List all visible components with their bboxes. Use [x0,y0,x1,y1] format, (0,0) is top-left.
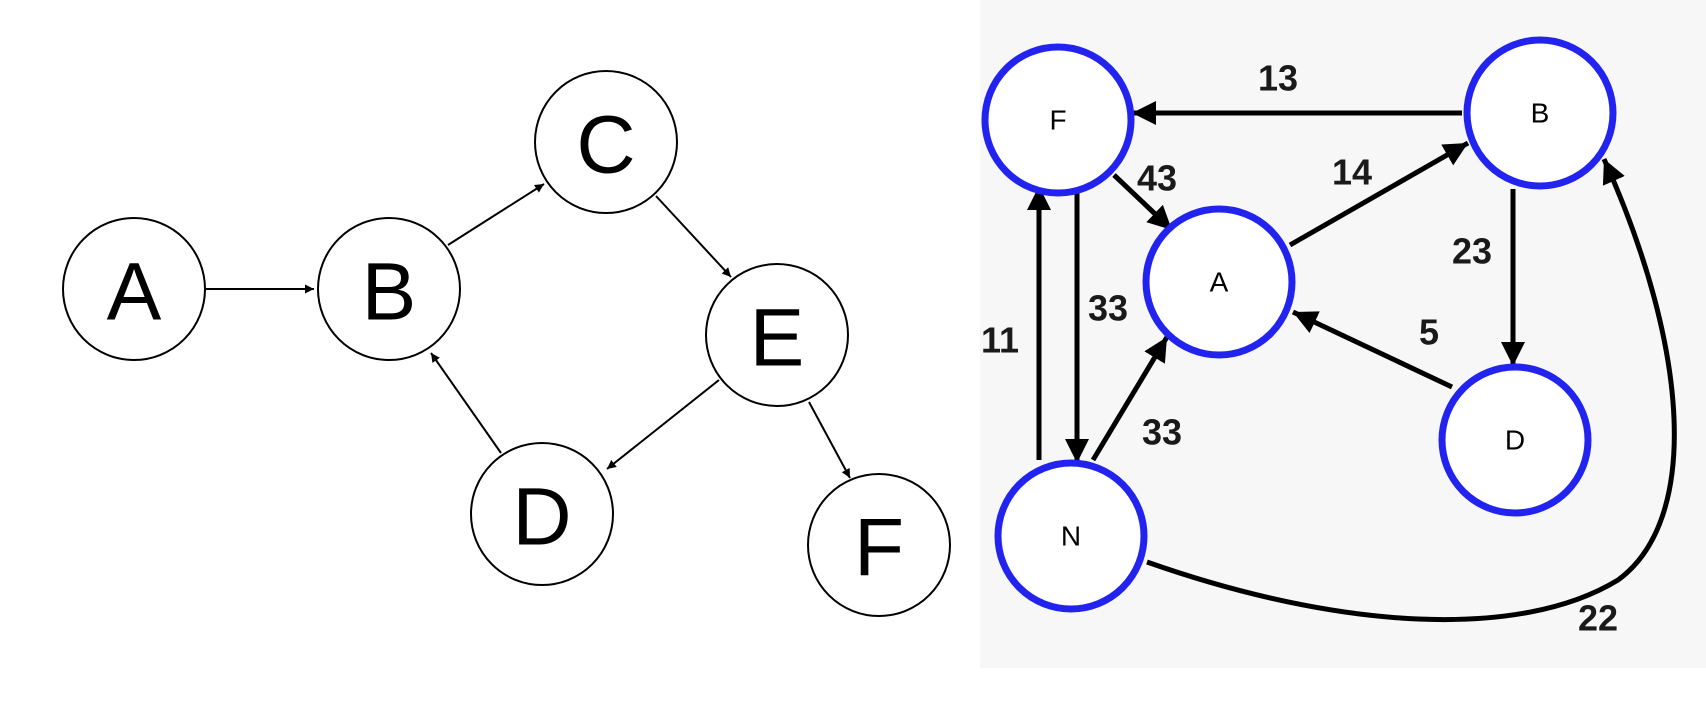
left-node-a [62,217,206,361]
left-edge-e-d [606,379,720,470]
right-node-f-label: F [1049,105,1066,136]
left-node-b-label: B [362,247,417,338]
weight-label-f-a: 43 [1137,158,1177,199]
left-node-c-label: C [576,100,635,191]
left-node-c [534,70,678,214]
left-edge-d-b [430,352,502,454]
left-node-labels: A B C E D F [107,100,904,594]
left-graph: A B C E D F [62,70,951,617]
right-node-a-label: A [1210,267,1229,298]
right-node-labels: F B A D N [1049,98,1549,552]
left-node-a-label: A [107,247,162,338]
right-node-n [994,459,1148,613]
left-node-b [317,217,461,361]
left-node-d [470,442,614,586]
weight-label-d-a: 5 [1419,312,1439,353]
right-edge-n-a [1090,335,1170,462]
left-node-e-label: E [750,293,805,384]
right-edge-n-b [1146,157,1677,623]
left-node-f-label: F [854,503,904,594]
weight-label-n-a: 33 [1142,412,1182,453]
right-edge-d-a [1291,309,1454,390]
right-node-b [1463,36,1617,190]
left-nodes [62,70,951,617]
right-edges [1027,101,1677,623]
edge-weight-labels: 13 43 14 23 5 33 11 33 22 [981,58,1618,639]
weight-label-n-f: 11 [981,320,1019,361]
weight-label-a-b: 14 [1332,152,1372,193]
left-edge-b-c [447,183,545,246]
weight-label-b-f: 13 [1258,58,1298,99]
left-node-d-label: D [512,472,571,563]
left-edges [206,183,851,479]
weight-label-n-b: 22 [1578,598,1618,639]
right-node-f [981,43,1135,197]
right-graph: F B A D N 13 43 14 23 5 33 11 33 22 [981,36,1677,639]
left-edge-e-f [808,401,851,479]
left-node-f [807,473,951,617]
left-node-e [705,263,849,407]
weight-label-f-n: 33 [1088,288,1128,329]
left-edge-c-e [655,195,732,278]
right-node-d [1438,363,1592,517]
right-edge-a-b [1288,140,1470,248]
right-node-b-label: B [1531,98,1550,129]
weight-label-b-d: 23 [1452,231,1492,272]
right-nodes [981,36,1617,613]
right-edge-f-a [1112,173,1174,232]
right-node-n-label: N [1061,521,1081,552]
right-node-d-label: D [1505,425,1525,456]
right-node-a [1142,205,1296,359]
